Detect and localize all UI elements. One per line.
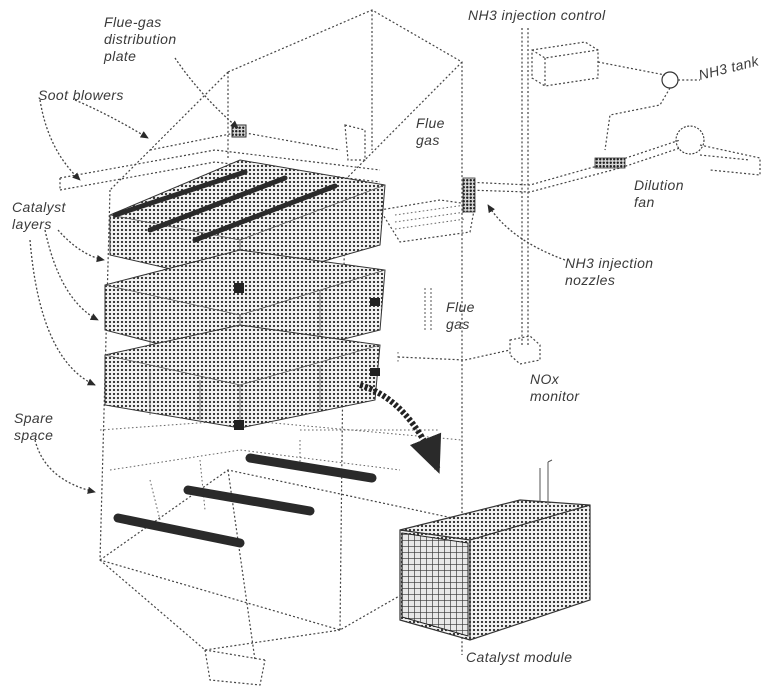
label-line: space bbox=[14, 427, 53, 443]
label-line: Flue-gas bbox=[104, 14, 162, 30]
leader-arrows bbox=[29, 57, 566, 494]
label-flue-gas-mid: Flue gas bbox=[446, 299, 475, 332]
label-line: gas bbox=[446, 316, 470, 332]
label-line: NOx bbox=[530, 371, 560, 387]
label-line: Spare bbox=[14, 410, 53, 426]
label-nh3-injection-control: NH3 injection control bbox=[468, 7, 606, 23]
label-catalyst-module: Catalyst module bbox=[466, 649, 572, 665]
label-catalyst-layers: Catalyst layers bbox=[12, 199, 66, 232]
label-nh3-tank: NH3 tank bbox=[697, 52, 761, 83]
module-removal-arrow bbox=[359, 382, 442, 474]
label-line: layers bbox=[12, 216, 52, 232]
label-line: fan bbox=[634, 194, 655, 210]
catalyst-module bbox=[399, 459, 591, 641]
nh3-injection-system bbox=[379, 28, 761, 365]
label-soot-blowers: Soot blowers bbox=[38, 87, 124, 103]
label-dilution-fan: Dilution fan bbox=[634, 177, 684, 210]
label-line: plate bbox=[103, 48, 136, 64]
label-line: monitor bbox=[530, 388, 580, 404]
label-line: nozzles bbox=[565, 272, 615, 288]
catalyst-layer-3 bbox=[104, 298, 381, 430]
label-flue-gas-top: Flue gas bbox=[416, 115, 445, 148]
label-nh3-injection-nozzles: NH3 injection nozzles bbox=[565, 255, 653, 288]
label-spare-space: Spare space bbox=[14, 410, 53, 443]
label-flue-gas-distribution-plate: Flue-gas distribution plate bbox=[103, 14, 177, 64]
label-line: Dilution bbox=[634, 177, 684, 193]
label-line: distribution bbox=[104, 31, 177, 47]
label-line: Catalyst bbox=[12, 199, 66, 215]
flue-gas-flow-arrow bbox=[424, 288, 432, 330]
catalyst-layer-1 bbox=[109, 159, 386, 286]
label-line: Flue bbox=[446, 299, 475, 315]
label-line: gas bbox=[416, 132, 440, 148]
label-line: Flue bbox=[416, 115, 445, 131]
label-nox-monitor: NOx monitor bbox=[530, 371, 580, 404]
spare-space-bars bbox=[113, 453, 377, 548]
label-line: NH3 injection bbox=[565, 255, 653, 271]
